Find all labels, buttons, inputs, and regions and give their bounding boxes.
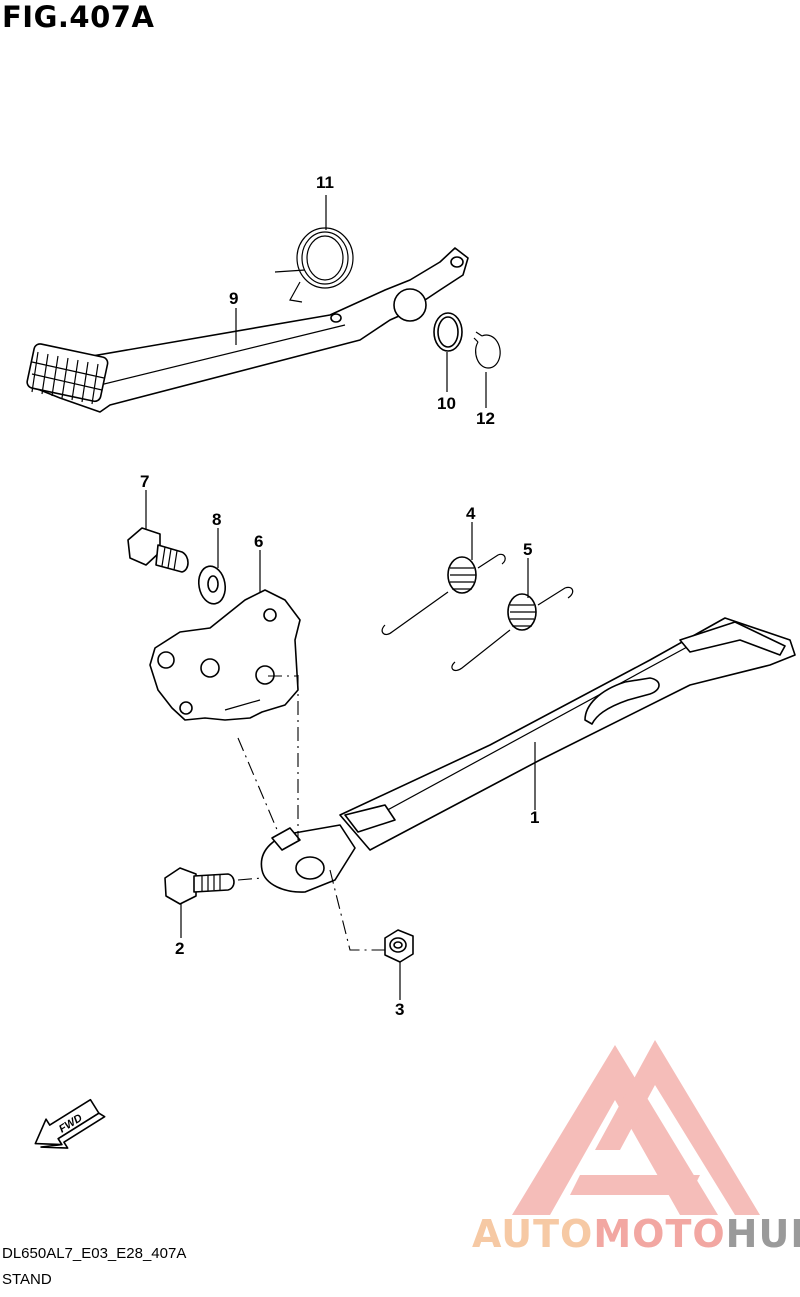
nut-part-3 <box>384 929 414 963</box>
side-stand-part-1 <box>260 617 796 893</box>
bolt-part-2 <box>164 867 235 905</box>
callout-6: 6 <box>254 532 263 551</box>
callout-7: 7 <box>140 472 149 491</box>
washer-part-8 <box>197 565 227 605</box>
callout-5: 5 <box>523 540 532 559</box>
stand-bracket-part-6 <box>149 589 301 721</box>
callout-3: 3 <box>395 1000 404 1019</box>
footer-name: STAND <box>2 1271 52 1288</box>
footer-code: DL650AL7_E03_E28_407A <box>2 1245 187 1262</box>
pedal-lever-part-9 <box>26 247 469 413</box>
bolt-part-7 <box>127 527 189 573</box>
watermark-hub: HUB <box>725 1212 800 1256</box>
leader-lines <box>145 195 536 1000</box>
watermark-text: AUTOMOTOHUB <box>472 1212 800 1256</box>
watermark-logo <box>512 1040 760 1215</box>
circlip-part-12 <box>473 331 501 369</box>
callout-2: 2 <box>175 939 184 958</box>
washer-part-10 <box>433 312 463 352</box>
callouts: 11 9 10 12 7 8 6 4 5 1 2 3 <box>140 173 539 1019</box>
callout-9: 9 <box>229 289 238 308</box>
callout-4: 4 <box>466 504 476 523</box>
assembly-lines <box>237 675 385 951</box>
watermark-moto: MOTO <box>593 1212 726 1256</box>
pedal-spring-part-11 <box>274 227 354 303</box>
spring-part-4 <box>381 553 506 636</box>
figure-title: FIG.407A <box>2 0 155 34</box>
callout-1: 1 <box>530 808 539 827</box>
callout-8: 8 <box>212 510 221 529</box>
callout-12: 12 <box>476 409 495 428</box>
fwd-arrow: FWD <box>34 1098 106 1149</box>
callout-10: 10 <box>437 394 456 413</box>
callout-11: 11 <box>316 173 334 192</box>
watermark-auto: AUTO <box>472 1212 594 1256</box>
spring-part-5 <box>451 586 574 672</box>
